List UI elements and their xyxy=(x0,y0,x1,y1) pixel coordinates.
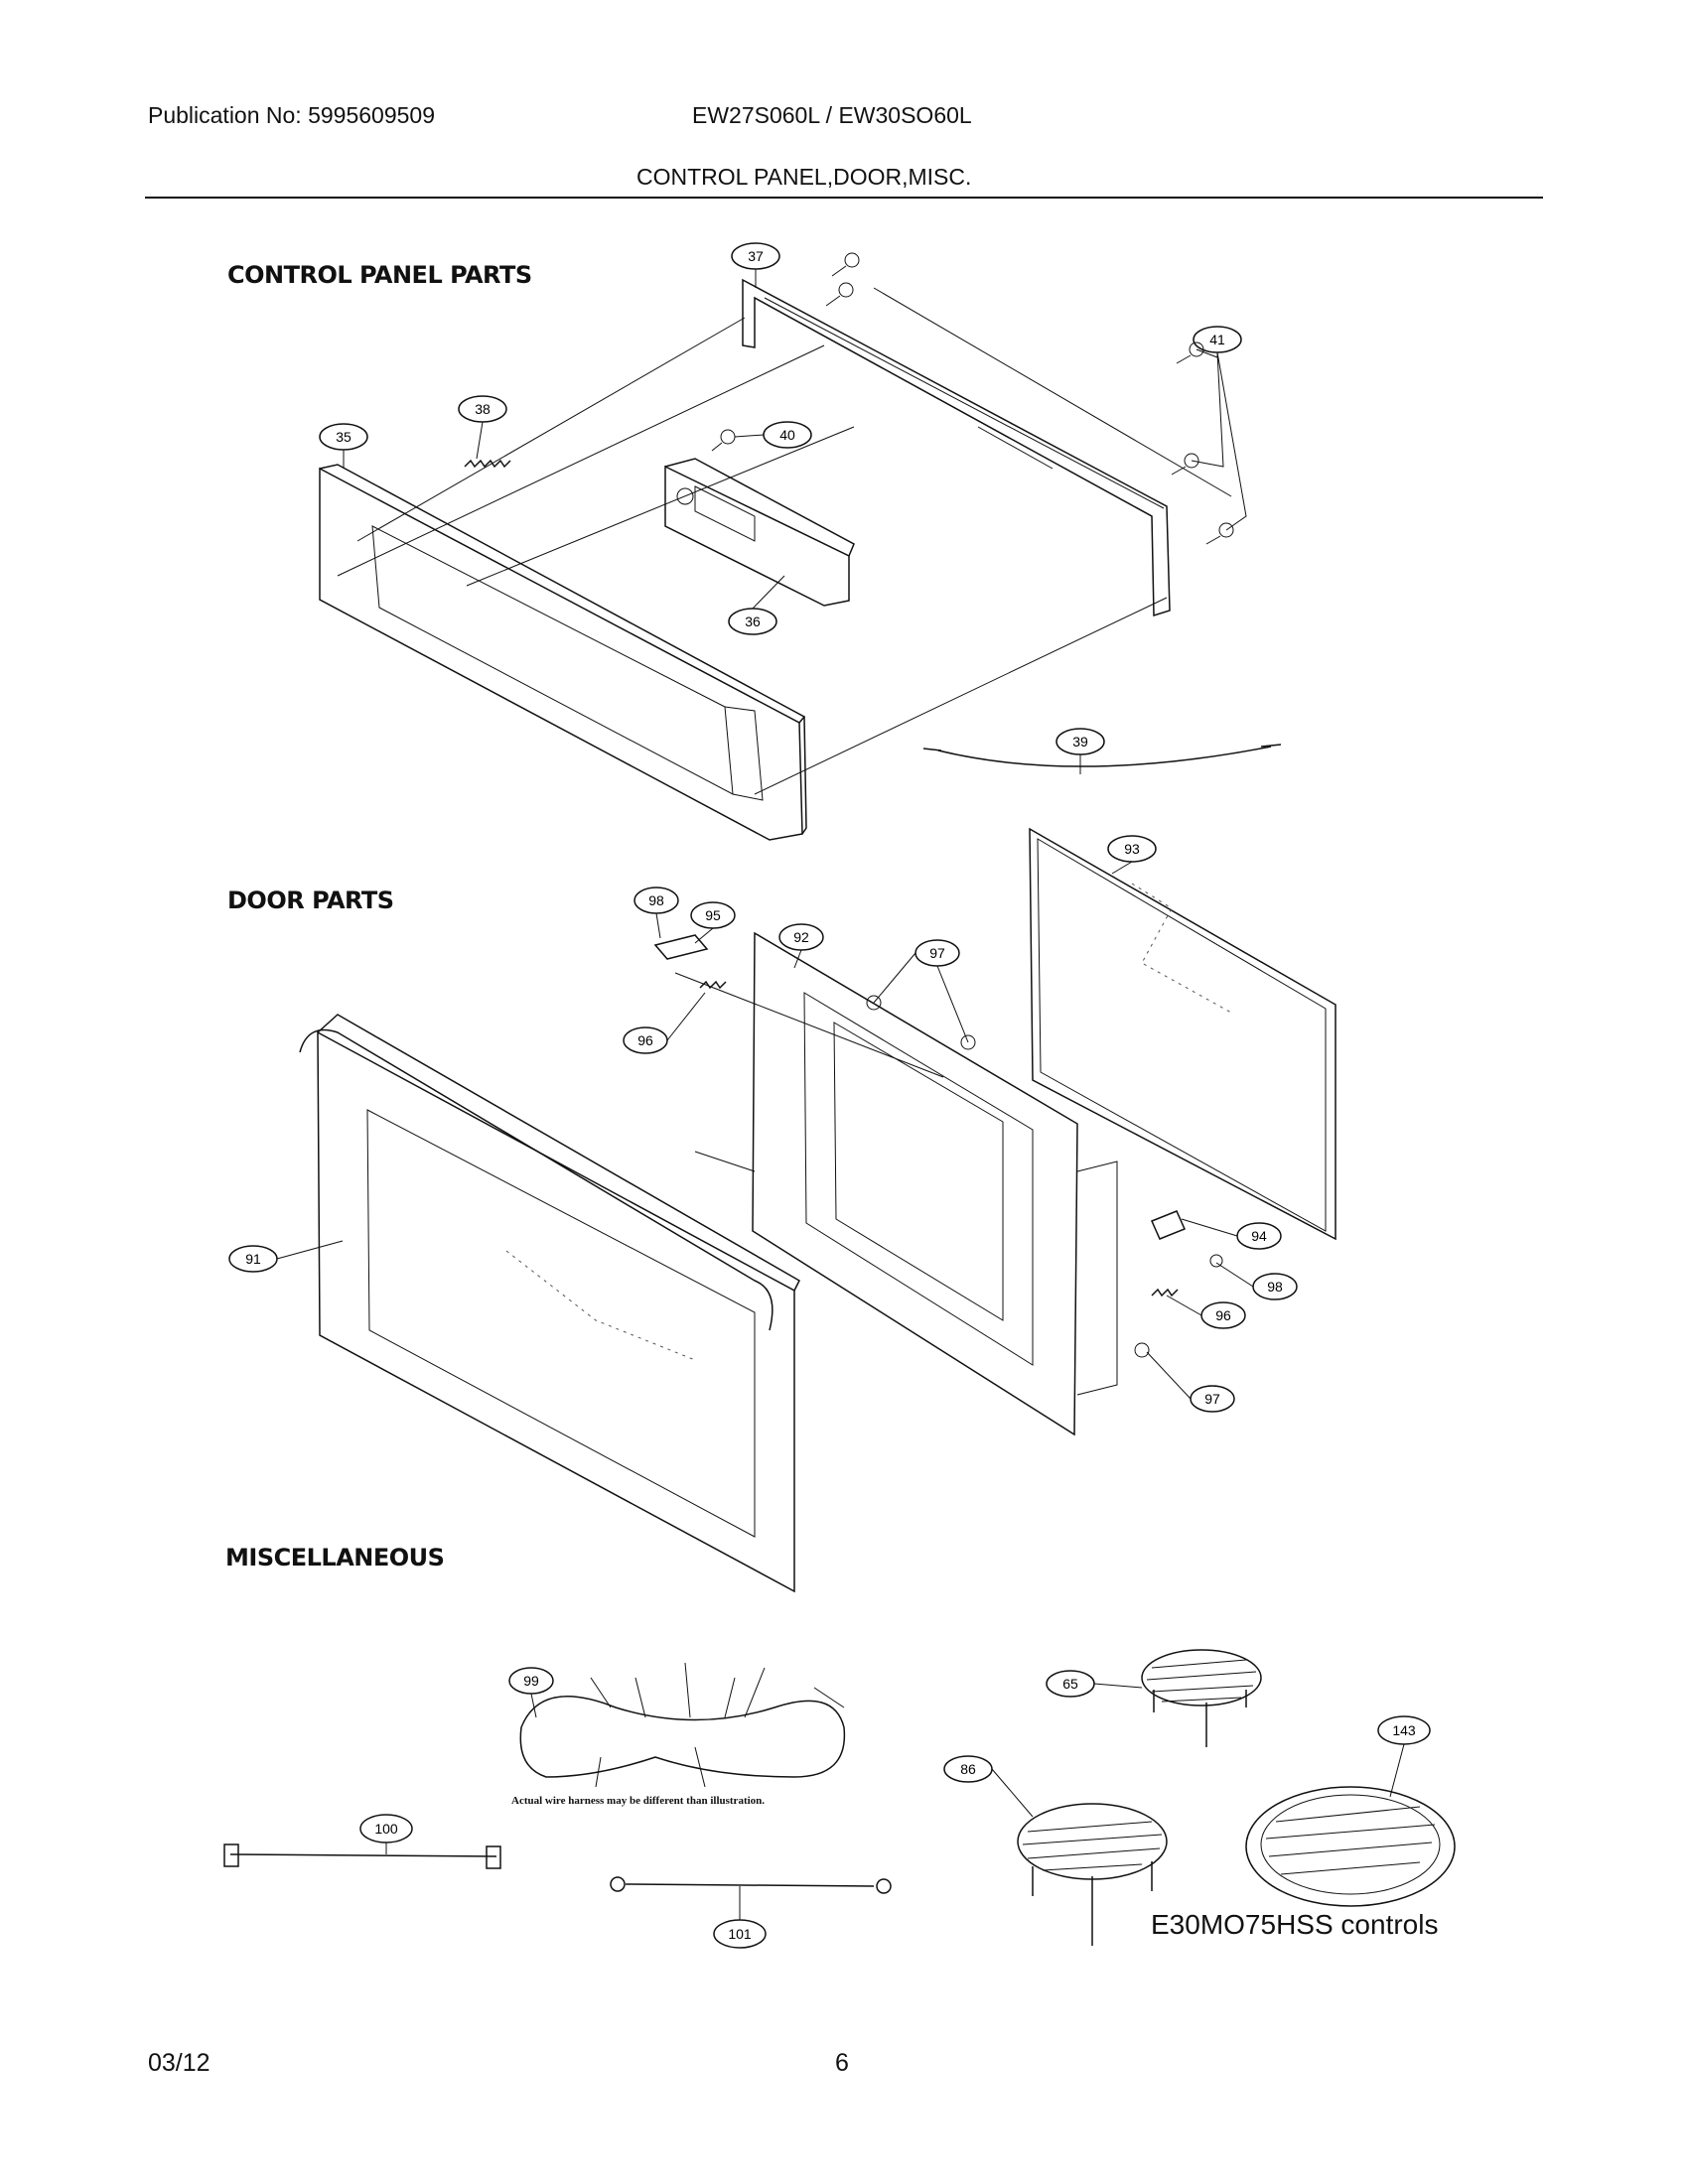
callout-97-upper: 97 xyxy=(914,939,960,967)
ground-wire-101-drawing xyxy=(625,1883,875,1887)
outer-door xyxy=(317,1030,795,1593)
misc-parts-drawing xyxy=(223,1649,1456,1946)
door-parts-drawing xyxy=(299,827,1336,1593)
callout-41: 41 xyxy=(1193,326,1242,353)
callout-98-lower: 98 xyxy=(1252,1273,1298,1300)
callout-94: 94 xyxy=(1236,1222,1282,1250)
callout-99: 99 xyxy=(508,1667,554,1695)
callout-96-upper: 96 xyxy=(623,1026,668,1054)
svg-text:36: 36 xyxy=(745,614,761,629)
main-wire-harness xyxy=(519,1696,846,1778)
footer-page-number: 6 xyxy=(835,2049,849,2077)
svg-text:96: 96 xyxy=(1215,1307,1231,1323)
svg-text:97: 97 xyxy=(1204,1391,1220,1407)
svg-text:39: 39 xyxy=(1072,734,1088,750)
callout-93: 93 xyxy=(1107,835,1157,863)
svg-text:94: 94 xyxy=(1251,1228,1267,1244)
grill-plate-143-drawing xyxy=(1245,1786,1456,1907)
door-glass-pack xyxy=(1029,827,1336,1241)
callout-38: 38 xyxy=(458,395,507,423)
rack-65-drawing xyxy=(1141,1649,1262,1747)
svg-text:92: 92 xyxy=(793,929,809,945)
svg-text:40: 40 xyxy=(779,427,795,443)
model-caption: E30MO75HSS controls xyxy=(1151,1909,1439,1940)
control-panel-parts-drawing xyxy=(319,252,1282,841)
callout-40: 40 xyxy=(763,421,812,449)
callout-39: 39 xyxy=(1055,728,1105,755)
svg-text:93: 93 xyxy=(1124,841,1140,857)
section-title-misc: MISCELLANEOUS xyxy=(225,1544,445,1571)
control-panel-front xyxy=(319,464,807,841)
svg-text:86: 86 xyxy=(960,1761,976,1777)
svg-text:101: 101 xyxy=(728,1926,752,1942)
footer-date: 03/12 xyxy=(148,2049,211,2077)
svg-text:96: 96 xyxy=(637,1032,653,1048)
header-rule xyxy=(145,197,1543,199)
power-cord-100-drawing xyxy=(229,1853,497,1857)
svg-text:35: 35 xyxy=(336,429,352,445)
svg-text:143: 143 xyxy=(1392,1722,1416,1738)
spring-38-drawing xyxy=(464,459,511,469)
section-title-control-panel: CONTROL PANEL PARTS xyxy=(227,261,532,289)
inner-door-liner xyxy=(752,931,1078,1436)
svg-text:38: 38 xyxy=(475,401,491,417)
callout-95: 95 xyxy=(690,901,736,929)
svg-text:99: 99 xyxy=(523,1673,539,1689)
control-panel-rear-bracket xyxy=(742,278,1171,617)
rack-86-drawing xyxy=(1017,1803,1168,1946)
callout-143: 143 xyxy=(1377,1715,1431,1745)
electronic-control-box xyxy=(664,458,855,607)
callout-98-upper: 98 xyxy=(633,887,679,914)
callout-36: 36 xyxy=(728,608,777,635)
harness-39-drawing xyxy=(937,746,1272,767)
svg-text:37: 37 xyxy=(748,248,764,264)
model-numbers: EW27S060L / EW30SO60L xyxy=(692,102,972,128)
page-title: CONTROL PANEL,DOOR,MISC. xyxy=(636,164,972,190)
section-title-door: DOOR PARTS xyxy=(227,887,394,914)
callout-91: 91 xyxy=(228,1245,278,1273)
harness-disclaimer: Actual wire harness may be different tha… xyxy=(511,1795,766,1807)
callout-86: 86 xyxy=(943,1755,993,1783)
svg-text:41: 41 xyxy=(1209,332,1225,347)
callout-65: 65 xyxy=(1046,1670,1095,1698)
svg-text:98: 98 xyxy=(648,892,664,908)
svg-text:65: 65 xyxy=(1062,1676,1078,1692)
leader-lines xyxy=(276,269,1405,1920)
svg-text:91: 91 xyxy=(245,1251,261,1267)
callout-92: 92 xyxy=(778,923,824,951)
svg-text:95: 95 xyxy=(705,907,721,923)
callout-100: 100 xyxy=(359,1814,413,1843)
svg-text:98: 98 xyxy=(1267,1279,1283,1295)
callout-35: 35 xyxy=(319,423,368,451)
callout-101: 101 xyxy=(713,1919,767,1949)
publication-number: Publication No: 5995609509 xyxy=(148,102,436,128)
callout-37: 37 xyxy=(731,242,780,270)
callout-97-lower: 97 xyxy=(1190,1385,1235,1413)
svg-text:100: 100 xyxy=(374,1821,398,1837)
svg-text:97: 97 xyxy=(929,945,945,961)
callout-96-lower: 96 xyxy=(1200,1301,1246,1329)
